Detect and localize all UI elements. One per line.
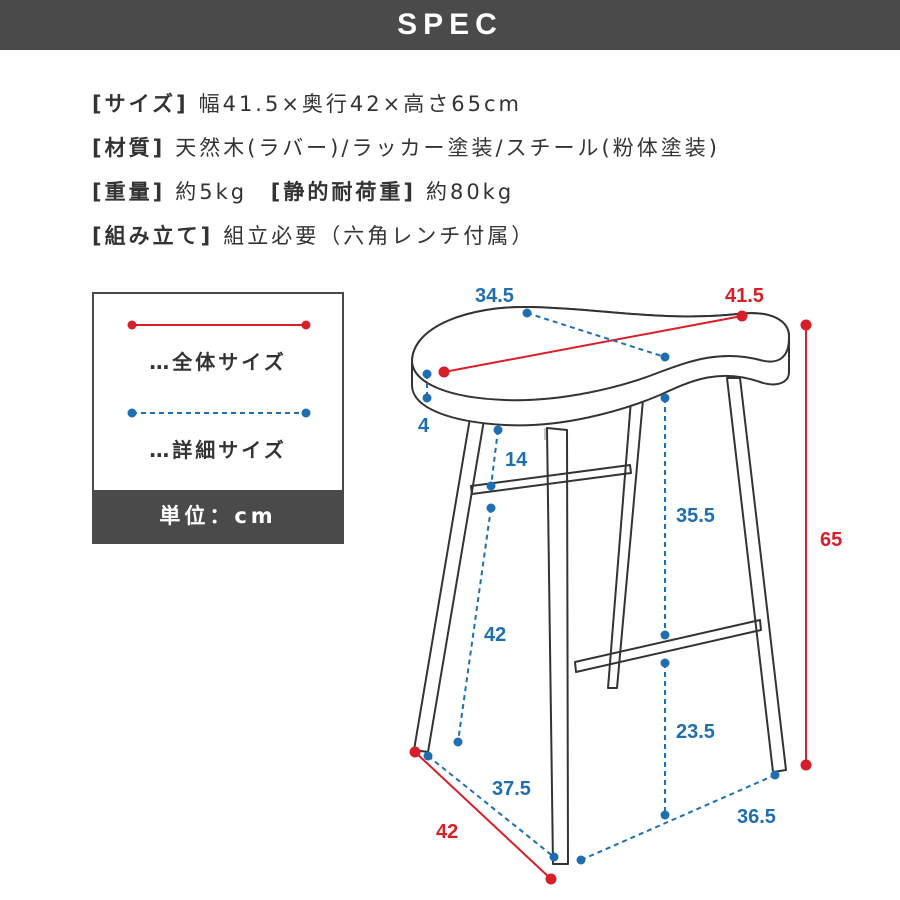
spec-value-material: 天然木(ラバー)/ラッカー塗装/スチール(粉体塗装) xyxy=(175,136,720,160)
spec-row-size: [サイズ] 幅41.5×奥行42×高さ65cm xyxy=(92,84,734,128)
legend-lines xyxy=(127,320,311,418)
overall-dot-right xyxy=(301,320,311,330)
seat-to-rail-line xyxy=(490,429,499,487)
spec-label-load: [静的耐荷重] xyxy=(270,180,416,204)
seat-depth-line xyxy=(526,312,666,358)
total-depth-line xyxy=(414,751,552,880)
label-foot-side: 36.5 xyxy=(737,806,776,828)
overall-dot-left xyxy=(127,320,137,330)
label-total-depth: 42 xyxy=(436,821,458,843)
header-title: SPEC xyxy=(397,8,503,41)
total-height-dot-a xyxy=(800,319,812,331)
spec-label-material: [材質] xyxy=(92,136,166,160)
spec-value-assembly: 組立必要（六角レンチ付属） xyxy=(223,224,536,248)
dot xyxy=(660,810,670,820)
dot xyxy=(493,425,503,435)
spec-row-assembly: [組み立て] 組立必要（六角レンチ付属） xyxy=(92,216,734,260)
dot xyxy=(486,503,496,513)
label-front-leg-height: 42 xyxy=(484,624,506,646)
legend-overall-label: …全体サイズ xyxy=(149,350,287,374)
dot xyxy=(422,369,432,379)
spec-label-weight: [重量] xyxy=(92,180,166,204)
legend-box: …全体サイズ …詳細サイズ 単位：cm xyxy=(92,292,344,544)
detail-dot-right xyxy=(301,408,311,418)
label-lower-rail-height: 23.5 xyxy=(676,721,715,743)
label-seat-width: 41.5 xyxy=(725,285,764,307)
detail-dots xyxy=(422,308,780,865)
overall-dimensions xyxy=(409,310,812,885)
front-left-leg xyxy=(413,417,485,753)
seat-top xyxy=(411,305,791,402)
dot xyxy=(453,737,463,747)
dot xyxy=(486,481,496,491)
lower-rail xyxy=(574,619,762,673)
total-depth-dot-a xyxy=(409,746,421,758)
dot xyxy=(423,751,433,761)
back-right-leg xyxy=(726,377,787,773)
back-left-leg xyxy=(607,399,644,689)
label-foot-front: 37.5 xyxy=(492,778,531,800)
label-total-height: 65 xyxy=(820,529,842,551)
dot xyxy=(549,852,559,862)
total-depth-dot-b xyxy=(545,873,557,885)
total-height-dot-b xyxy=(800,759,812,771)
legend-unit: 単位：cm xyxy=(94,490,342,542)
spec-row-weight: [重量] 約5kg [静的耐荷重] 約80kg xyxy=(92,172,734,216)
spec-list: [サイズ] 幅41.5×奥行42×高さ65cm [材質] 天然木(ラバー)/ラッカー… xyxy=(92,84,734,260)
dot xyxy=(576,855,586,865)
dot xyxy=(660,658,670,668)
label-seat-thickness: 4 xyxy=(418,415,430,437)
front-leg-height-line xyxy=(457,507,492,743)
seat-width-dot-a xyxy=(438,366,450,378)
stool-drawing xyxy=(411,305,791,865)
dot xyxy=(660,393,670,403)
label-upper-rail-height: 35.5 xyxy=(676,505,715,527)
spec-header: SPEC xyxy=(0,0,900,50)
seat-width-dot-b xyxy=(736,310,748,322)
spec-label-size: [サイズ] xyxy=(92,92,189,116)
legend-detail-label: …詳細サイズ xyxy=(149,438,287,462)
dot xyxy=(660,630,670,640)
spec-value-weight: 約5kg xyxy=(175,180,248,204)
seat-width-line xyxy=(443,315,743,373)
label-seat-depth: 34.5 xyxy=(475,285,514,307)
dot xyxy=(660,352,670,362)
upper-rail xyxy=(470,464,632,495)
spec-value-load: 約80kg xyxy=(425,180,515,204)
spec-label-assembly: [組み立て] xyxy=(92,224,214,248)
dot xyxy=(522,308,532,318)
detail-dot-left xyxy=(127,408,137,418)
spec-row-material: [材質] 天然木(ラバー)/ラッカー塗装/スチール(粉体塗装) xyxy=(92,128,734,172)
dot xyxy=(422,393,432,403)
front-right-leg xyxy=(546,427,569,865)
dot xyxy=(770,770,780,780)
spec-value-size: 幅41.5×奥行42×高さ65cm xyxy=(198,92,522,116)
label-seat-to-rail: 14 xyxy=(505,449,528,471)
